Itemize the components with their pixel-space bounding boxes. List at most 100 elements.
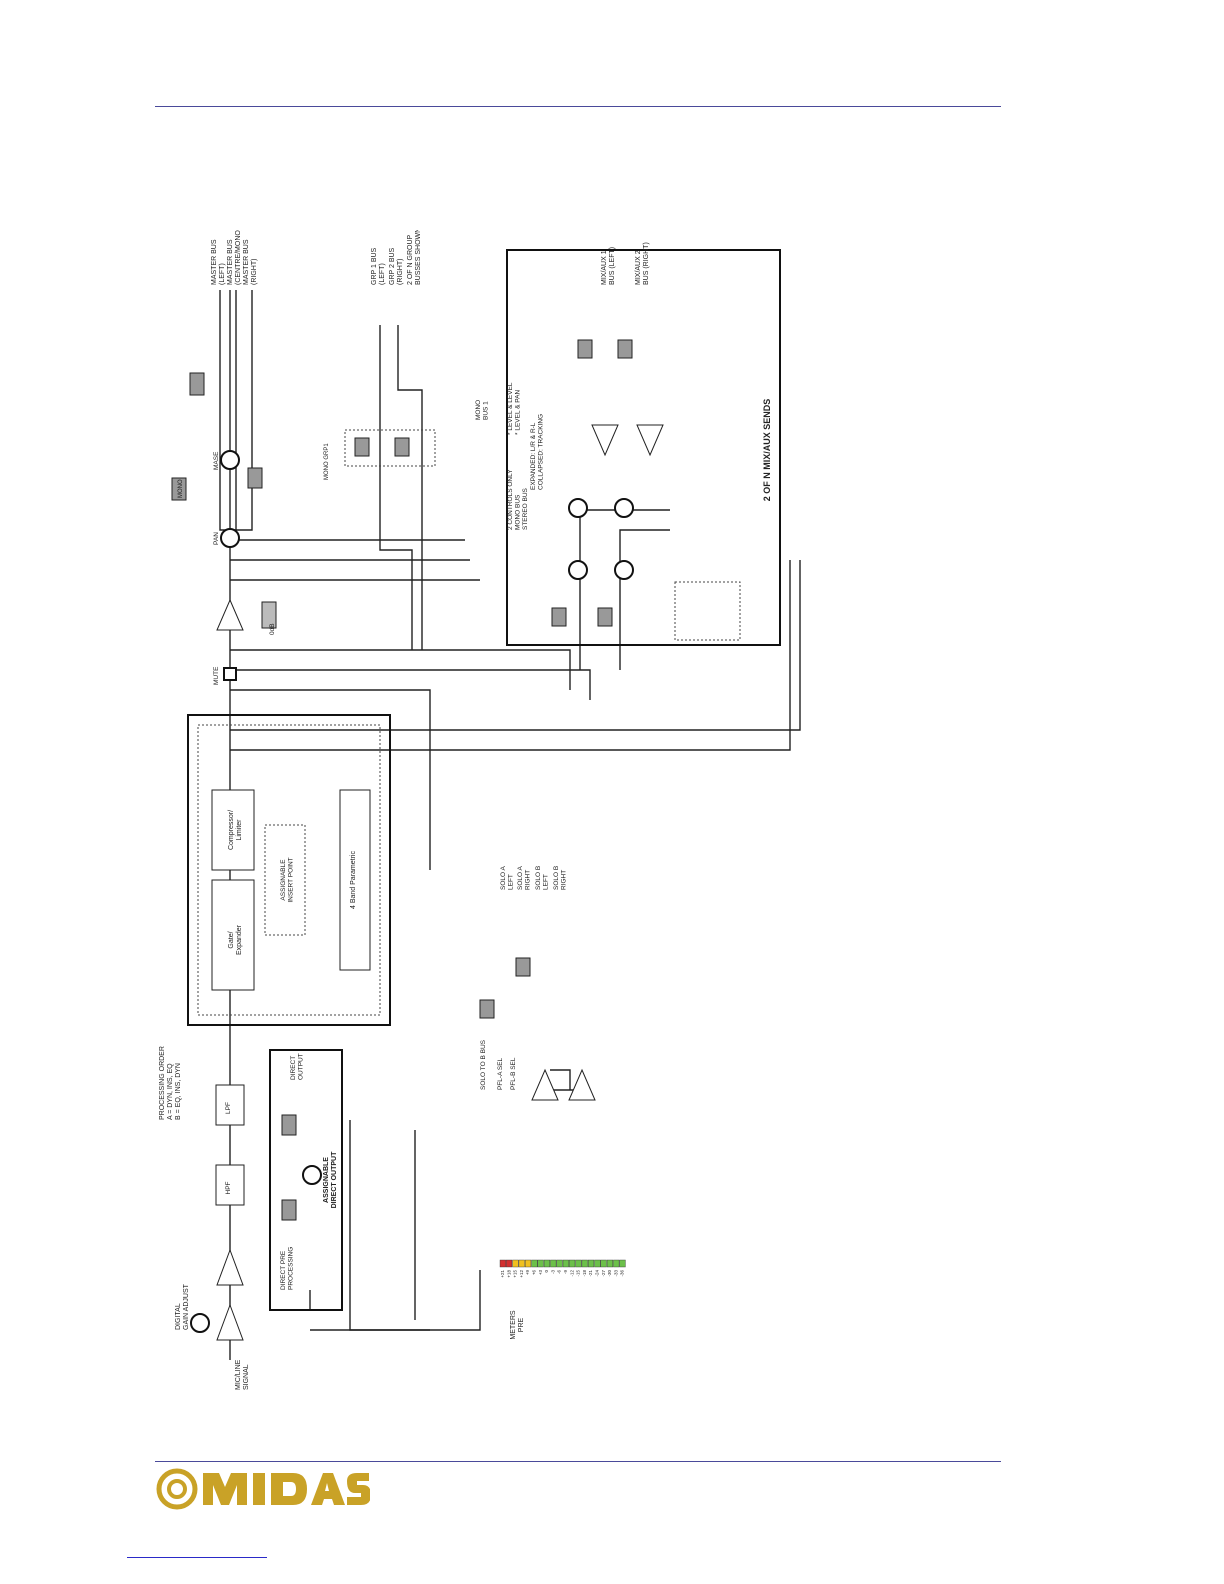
- meter-scale-label: +21: [500, 1270, 505, 1278]
- pan-knob[interactable]: [220, 528, 240, 548]
- meter-scale-label: +3: [538, 1270, 543, 1276]
- meters-label: METERSPRE: [510, 1310, 525, 1340]
- meter-segment: [588, 1259, 595, 1268]
- meter-scale-label: +9: [525, 1270, 530, 1276]
- solo-button[interactable]: [515, 957, 531, 977]
- meter-segment: [600, 1259, 607, 1268]
- master-bus-centre: MASTER BUS(CENTRE/MONO): [227, 230, 242, 285]
- hpf-block: [215, 1164, 245, 1206]
- meter-segment: [606, 1259, 614, 1268]
- mute-button[interactable]: [223, 667, 237, 681]
- group-on-button-2[interactable]: [394, 437, 410, 457]
- meter-segment: [518, 1259, 525, 1268]
- direct-output-box: [269, 1049, 343, 1311]
- meter-segment: [619, 1259, 626, 1268]
- meter-segment: [543, 1259, 551, 1268]
- header-rule: [155, 106, 1001, 107]
- group-note: 2 OF N GROUPBUSSES SHOWN: [407, 230, 422, 285]
- meter-scale-label: -21: [588, 1270, 593, 1277]
- meter-segment: [575, 1259, 582, 1268]
- meter-scale-label: -3: [550, 1270, 555, 1274]
- level-knob-2[interactable]: [614, 560, 634, 580]
- meter-segment: [581, 1259, 588, 1268]
- meter-scale-label: -33: [613, 1270, 618, 1277]
- meter-scale-label: -12: [569, 1270, 574, 1277]
- meter-segment: [537, 1259, 544, 1268]
- mix-amp-1: [591, 424, 619, 457]
- fader[interactable]: [261, 601, 277, 629]
- digital-gain-knob[interactable]: [190, 1313, 210, 1333]
- gate-label: Gate/Expander: [228, 924, 243, 955]
- mono-label: MONO: [178, 479, 184, 498]
- gate-block: [211, 879, 255, 991]
- lpf-label: LPF: [225, 1102, 232, 1114]
- mono-button[interactable]: [171, 477, 187, 501]
- direct-pre-button[interactable]: [281, 1199, 297, 1221]
- hpf-label: HPF: [225, 1181, 232, 1194]
- mix-expanded: EXPANDED: L/R & R-LCOLLAPSED: TRACKING: [530, 414, 545, 490]
- meter-segment: [562, 1259, 569, 1268]
- meter-segment: [613, 1259, 620, 1268]
- sum-button[interactable]: [189, 372, 205, 396]
- meter-segment: [506, 1259, 513, 1268]
- mix-bus2-label: MIX/AUX 2BUS (RIGHT): [635, 242, 650, 285]
- solo-amp-b: [568, 1068, 596, 1101]
- meter-scale-label: +6: [532, 1270, 537, 1276]
- solo-to-b-label: SOLO TO B BUS: [480, 1039, 487, 1090]
- compressor-label: Compressor/Limiter: [228, 810, 243, 850]
- mix-on-button-1[interactable]: [577, 339, 593, 359]
- footer-link-underline[interactable]: [127, 1557, 267, 1558]
- master-bus-left: MASTER BUS(LEFT): [211, 239, 226, 285]
- direct-output-title: ASSIGNABLEDIRECT OUTPUT: [323, 1151, 338, 1209]
- pan-label: PAN: [213, 532, 220, 545]
- mix-pre-button-1[interactable]: [551, 607, 567, 627]
- meter-scale-label: -18: [582, 1270, 587, 1277]
- fader-amp: [216, 598, 244, 631]
- meter-segment: [525, 1259, 532, 1268]
- solo-b-left: SOLO BLEFT: [535, 866, 550, 890]
- meter-segment: [512, 1259, 519, 1268]
- meter-segment: [531, 1259, 538, 1268]
- meter-scale-label: -9: [563, 1270, 568, 1274]
- pan-rl-knob[interactable]: [614, 498, 634, 518]
- mic-line-label: MIC/LINESIGNAL: [235, 1359, 250, 1390]
- footer-rule: [155, 1461, 1001, 1462]
- meter-scale-label: -24: [595, 1270, 600, 1277]
- processing-order-label: PROCESSING ORDERA = DYN, INS, EQB = EQ, …: [159, 1046, 182, 1120]
- meter-segment: [550, 1259, 557, 1268]
- mase-label: MASE: [213, 451, 220, 470]
- solo-b-button[interactable]: [479, 999, 495, 1019]
- direct-level-knob[interactable]: [302, 1165, 322, 1185]
- meter-scale-label: -15: [576, 1270, 581, 1277]
- direct-on-button[interactable]: [281, 1114, 297, 1136]
- meter-scale-label: -30: [607, 1270, 612, 1277]
- meter-segment: [594, 1259, 601, 1268]
- sit-button[interactable]: [247, 467, 263, 489]
- mix-aux-box: [506, 249, 781, 646]
- eq-block: [339, 789, 371, 971]
- signal-wires: [219, 290, 801, 1360]
- midas-logo: [156, 1468, 370, 1510]
- solo-a-right: SOLO ARIGHT: [517, 865, 532, 890]
- insert-point-box: [264, 824, 306, 936]
- pan-lr-knob[interactable]: [568, 498, 588, 518]
- group-on-button-1[interactable]: [354, 437, 370, 457]
- solo-amp-a: [531, 1068, 559, 1101]
- digital-gain-label: DIGITALGAIN ADJUST: [175, 1283, 190, 1330]
- level-knob-1[interactable]: [568, 560, 588, 580]
- lpf-block: [215, 1084, 245, 1126]
- processing-box: [187, 714, 391, 1026]
- group-on-box: [344, 429, 436, 467]
- grp1-bus-label: GRP 1 BUS(LEFT): [371, 247, 386, 285]
- mix-modes: * LEVEL & LEVEL* LEVEL & PAN: [507, 382, 522, 435]
- eq-label: 4 Band Parametric: [350, 851, 357, 909]
- mix-on-button-2[interactable]: [617, 339, 633, 359]
- direct-output-label: DIRECTOUTPUT: [290, 1053, 305, 1080]
- mix-pre-button-2[interactable]: [597, 607, 613, 627]
- master-bus-right: MASTER BUS(RIGHT): [243, 239, 258, 285]
- meter-scale-label: +15: [513, 1270, 518, 1278]
- mase-knob[interactable]: [220, 450, 240, 470]
- meter-segment: [556, 1259, 563, 1268]
- mix-bus1-label: MIX/AUX 1BUS (LEFT): [601, 247, 616, 285]
